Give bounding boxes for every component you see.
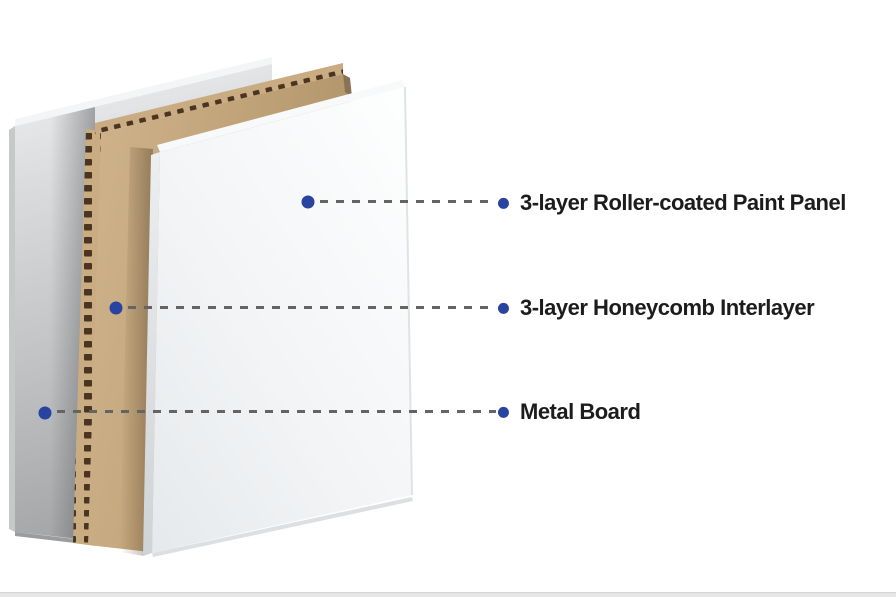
callout-metal-board: Metal Board [498,398,641,424]
paint-panel-left-edge [143,152,160,556]
callout-honeycomb: 3-layer Honeycomb Interlayer [498,294,815,320]
honeycomb-left-cells-edge [73,129,101,545]
honeycomb-corner-edge [343,74,352,97]
metal-board-connector-line [57,410,496,413]
paint-panel-bottom-edge [152,497,413,557]
paint-panel-face [152,87,412,553]
metal-board-top-edge [15,57,272,126]
metal-board-label: Metal Board [520,398,641,424]
metal-board-marker-dot [38,406,52,420]
paint-panel-layer [143,80,413,557]
honeycomb-right-shadow [120,147,153,556]
honeycomb-connector-line [128,306,496,309]
bottom-edge-strip [0,592,896,597]
paint-panel-right-edge-line [404,86,413,496]
paint-panel-marker-dot [301,195,315,209]
paint-panel-label-dot [498,197,509,209]
metal-board-label-dot [498,406,509,418]
paint-panel-connector-line [320,200,496,203]
metal-board-bottom-edge [15,532,75,543]
honeycomb-marker-dot [109,301,123,315]
callout-paint-panel: 3-layer Roller-coated Paint Panel [498,189,846,215]
honeycomb-top-cells-edge [95,63,343,134]
metal-board-left-edge [9,126,15,532]
paint-panel-label: 3-layer Roller-coated Paint Panel [520,189,846,215]
paint-panel-top-edge [157,80,405,152]
honeycomb-label-dot [498,302,509,314]
honeycomb-label: 3-layer Honeycomb Interlayer [520,294,815,320]
